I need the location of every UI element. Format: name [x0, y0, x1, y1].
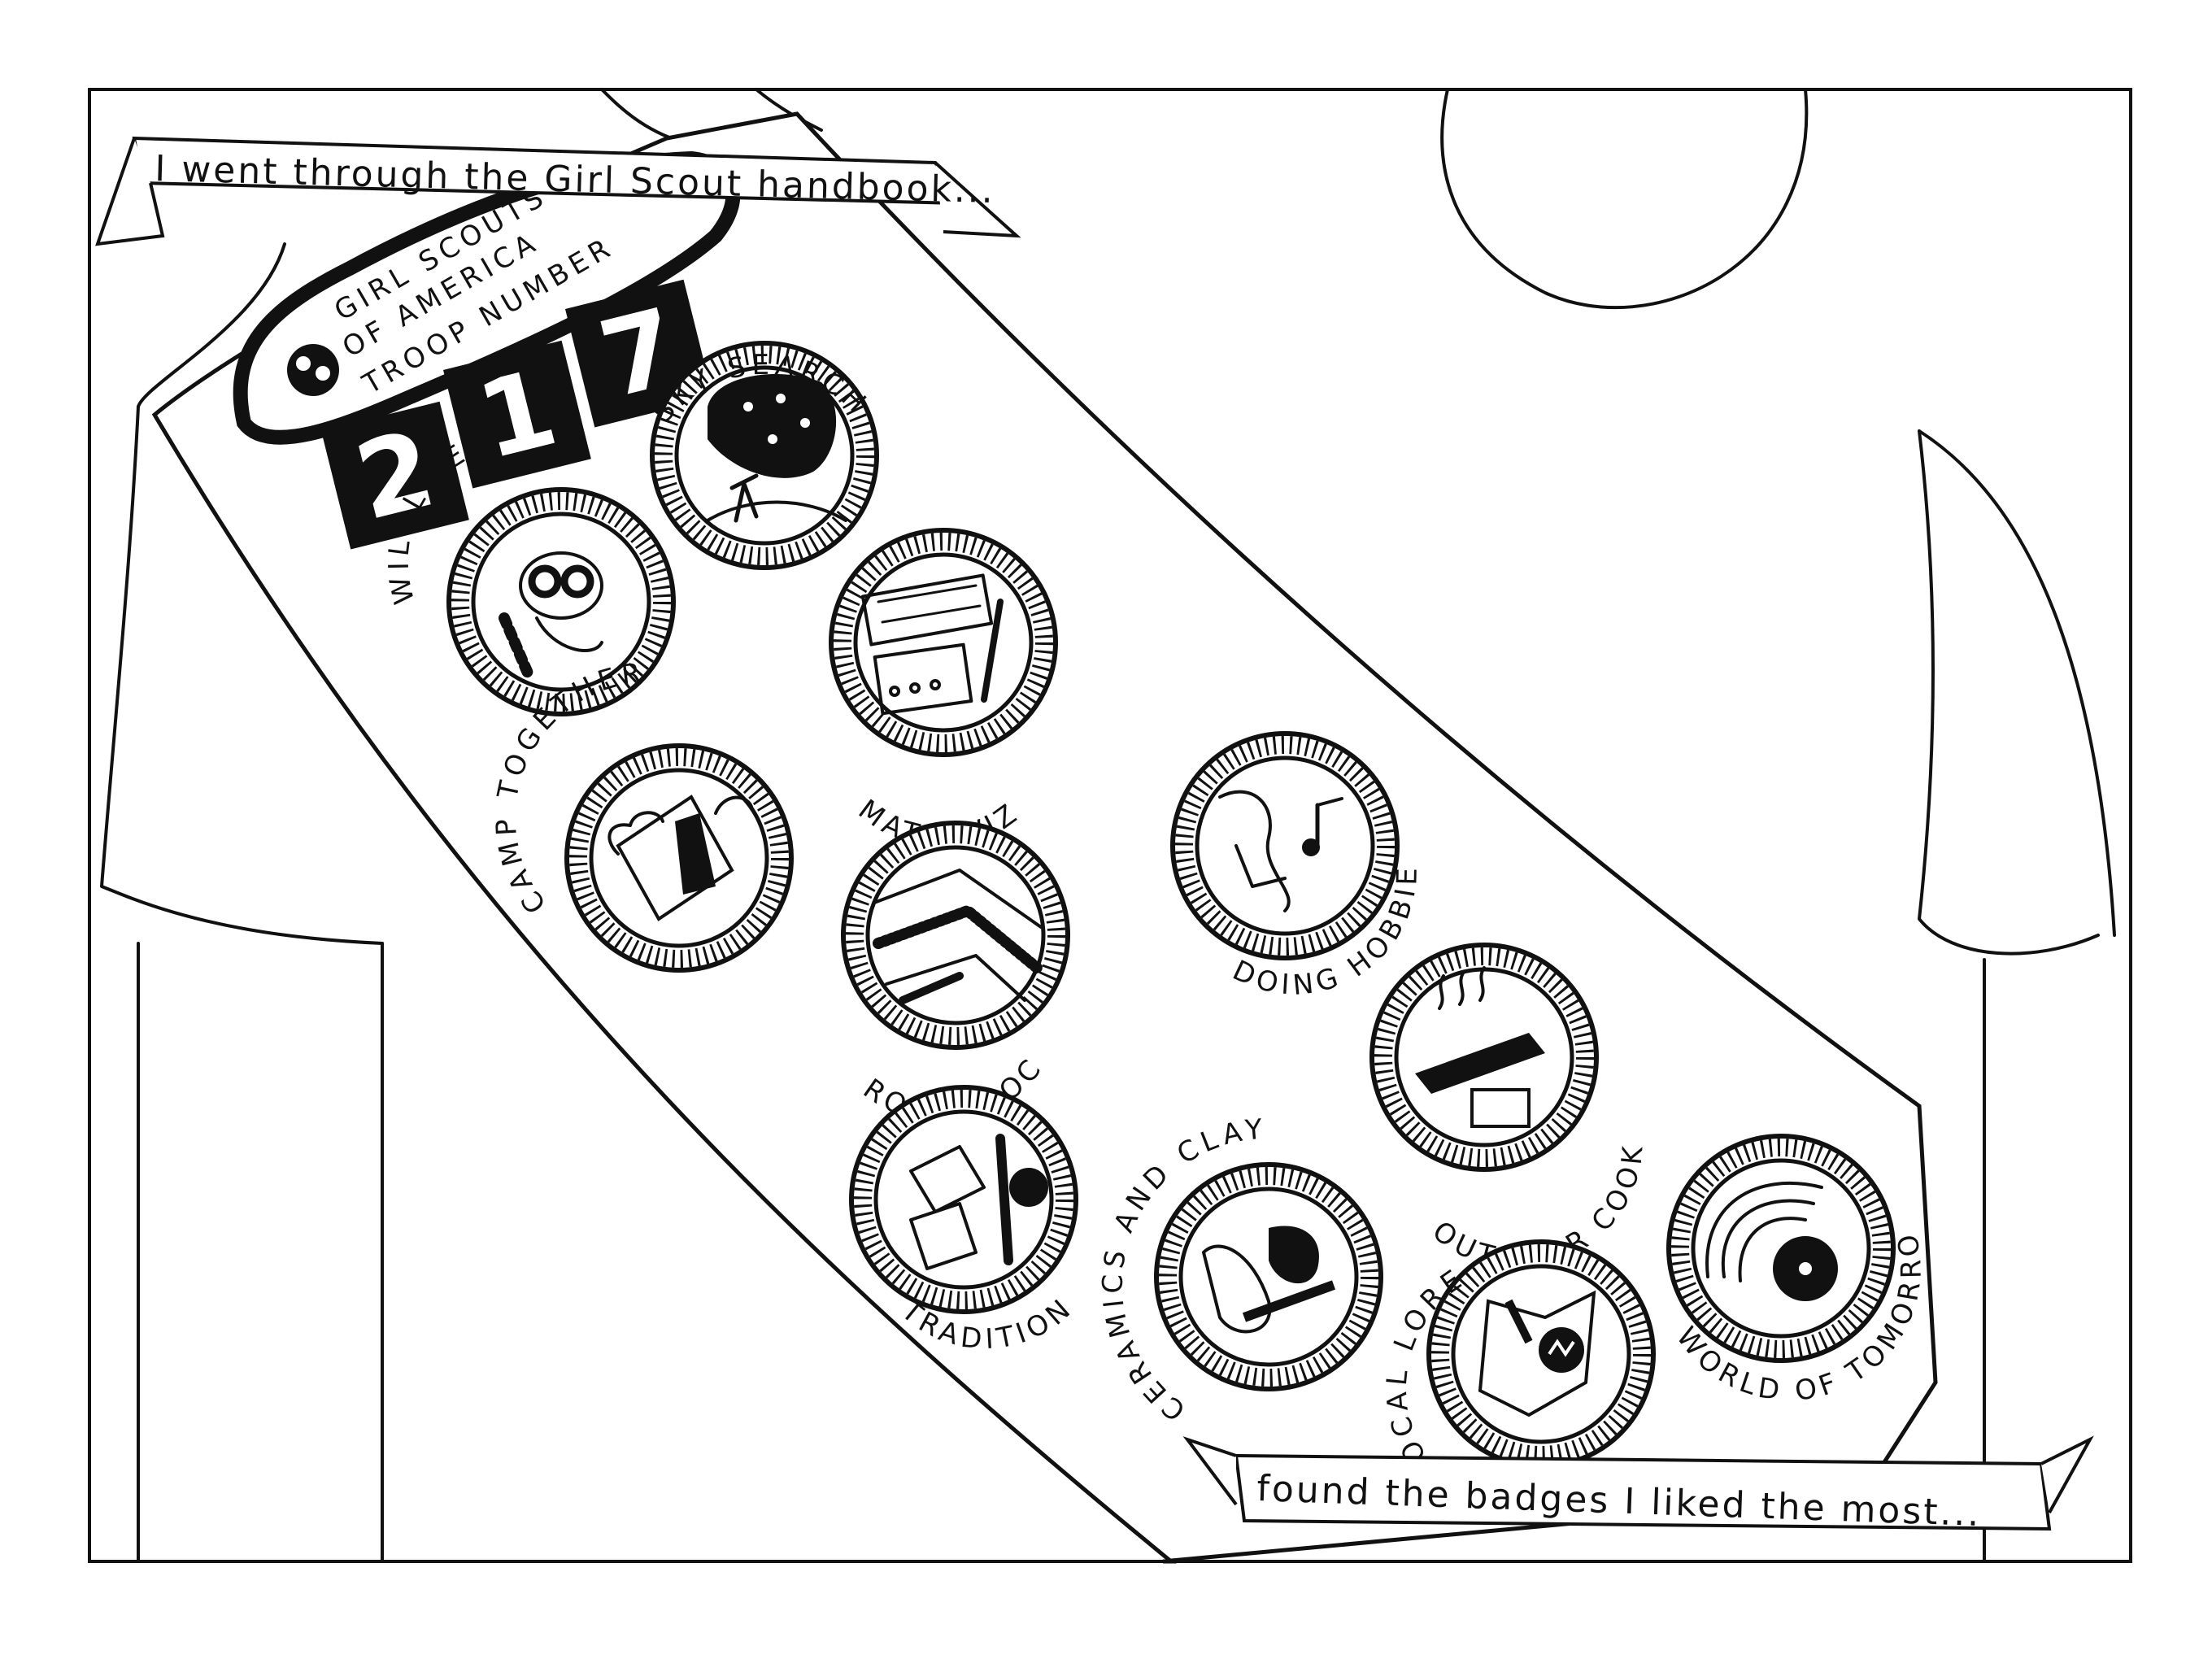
badge-camp-together: CAMP TOGETHER	[490, 656, 794, 973]
trefoil-logo	[287, 344, 339, 396]
frying-pan-icon	[1415, 966, 1545, 1128]
raccoon-icon	[499, 551, 603, 681]
pottery-icon	[1201, 1226, 1336, 1334]
telescope-icon	[706, 374, 847, 523]
badge-sky-search: SKY SEARCH	[647, 341, 879, 570]
banner-bottom: found the badges I liked the most...	[1182, 1435, 2094, 1535]
troop-header-patch: GIRL SCOUTS OF AMERICA TROOP NUMBER	[233, 150, 741, 445]
abacus-calculator-icon	[860, 573, 1004, 716]
music-notes-icon	[1218, 790, 1343, 912]
map-pin-icon	[1478, 1290, 1596, 1417]
rainbow-atom-icon	[1705, 1182, 1838, 1301]
rock-strata-icon	[873, 869, 1043, 1004]
badge-local-lore: LOCAL LORE	[1381, 1239, 1656, 1488]
drum-flute-icon	[909, 1134, 1048, 1270]
tent-icon	[607, 795, 754, 921]
badge-ceramics-and-clay: CERAMICS AND CLAY	[1097, 1113, 1383, 1427]
